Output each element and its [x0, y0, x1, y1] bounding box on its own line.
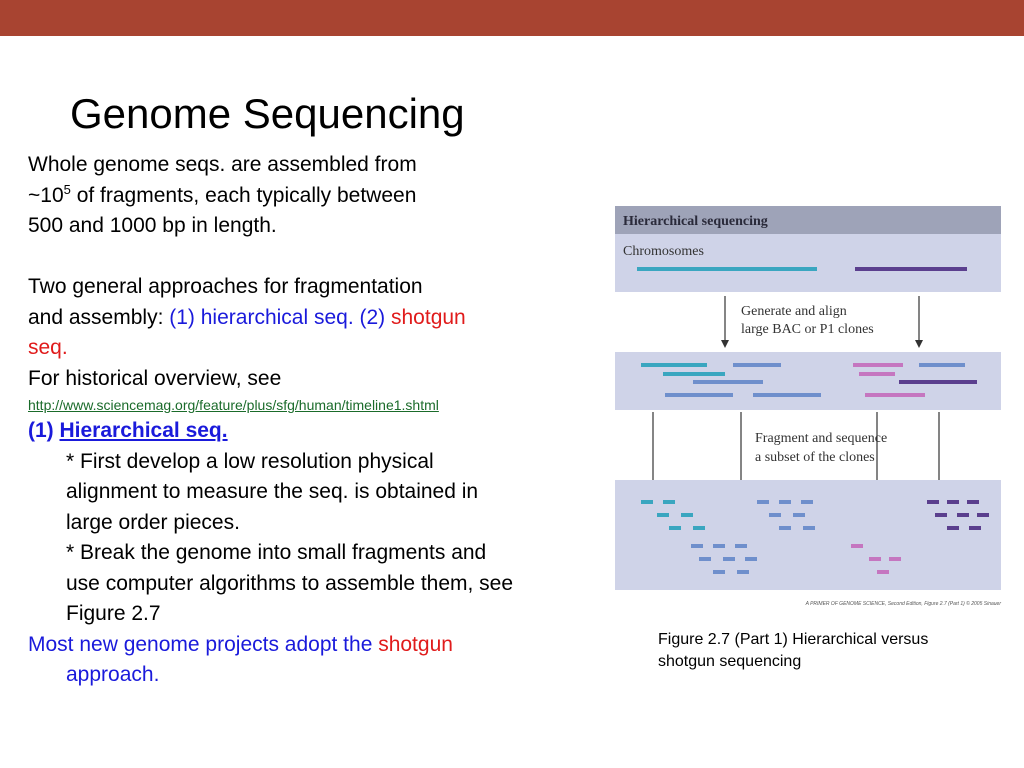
section1-line: alignment to measure the seq. is obtaine… [66, 480, 479, 503]
fragment [691, 544, 703, 548]
figure-credit: A PRIMER OF GENOME SCIENCE, Second Editi… [805, 600, 1002, 607]
fragment [669, 526, 681, 530]
fragment [869, 557, 881, 561]
fragment [779, 526, 791, 530]
closing-line1: Most new genome projects adopt the shotg… [28, 630, 618, 661]
figure-header-band [615, 206, 1001, 234]
para1-line1: Whole genome seqs. are assembled from [28, 153, 417, 176]
para1-line2: ~105 of fragments, each typically betwee… [28, 181, 618, 212]
section1-line: * Break the genome into small fragments … [66, 541, 487, 564]
fragment [713, 570, 725, 574]
chromosomes-label: Chromosomes [623, 244, 704, 259]
closing-red: shotgun [378, 632, 453, 656]
para1-line2-pre: ~10 [28, 183, 64, 207]
para1-line3: 500 and 1000 bp in length. [28, 214, 277, 237]
clone [899, 380, 977, 384]
timeline-link[interactable]: http://www.sciencemag.org/feature/plus/s… [28, 397, 439, 413]
chromosome-1 [637, 267, 817, 271]
clone [665, 393, 733, 397]
fragment [693, 526, 705, 530]
step2-label-line2: a subset of the clones [755, 450, 875, 465]
fragment [889, 557, 901, 561]
fragment [947, 500, 959, 504]
fragment [967, 500, 979, 504]
fragment [877, 570, 889, 574]
step1-label-line1: Generate and align [741, 304, 847, 319]
approaches-blue: (1) hierarchical seq. (2) [169, 305, 391, 329]
fragment [641, 500, 653, 504]
section1-number: (1) [28, 419, 60, 442]
para2-line2: and assembly: (1) hierarchical seq. (2) … [28, 303, 618, 334]
fragment [737, 570, 749, 574]
closing-blue: Most new genome projects adopt the [28, 632, 379, 656]
para1-line2-post: of fragments, each typically between [70, 183, 417, 207]
clone [859, 372, 895, 376]
chromosome-2 [855, 267, 967, 271]
exponent: 5 [63, 181, 71, 197]
bac-clones [641, 363, 977, 397]
hierarchical-sequencing-figure: Hierarchical sequencing Chromosomes Gene… [615, 206, 1002, 607]
fragment [947, 526, 959, 530]
step1-label-line2: large BAC or P1 clones [741, 322, 874, 337]
clone [853, 363, 903, 367]
fragment [663, 500, 675, 504]
fragment [803, 526, 815, 530]
fragment-band [615, 480, 1001, 590]
section1-heading[interactable]: Hierarchical seq. [59, 419, 228, 442]
fragment [769, 513, 781, 517]
fragments [641, 500, 989, 574]
spacer [28, 242, 618, 273]
section1-line: * First develop a low resolution physica… [66, 449, 434, 473]
clone [693, 380, 763, 384]
figure-caption: Figure 2.7 (Part 1) Hierarchical versus … [658, 629, 1003, 673]
para2-line1: Two general approaches for fragmentation [28, 275, 423, 298]
clone [919, 363, 965, 367]
chromosome-band [615, 234, 1001, 292]
fragment [935, 513, 947, 517]
clone [663, 372, 725, 376]
slide-title: Genome Sequencing [70, 90, 465, 137]
fragment [801, 500, 813, 504]
clone [641, 363, 707, 367]
section1-line: use computer algorithms to assemble them… [66, 571, 514, 595]
caption-line1: Figure 2.7 (Part 1) Hierarchical versus [658, 631, 929, 648]
fragment [977, 513, 989, 517]
section1-heading-line: (1) Hierarchical seq. [28, 416, 618, 447]
shotgun-red: shotgun [391, 305, 466, 329]
top-accent-bar [0, 0, 1024, 36]
fragment [699, 557, 711, 561]
fragment [927, 500, 939, 504]
para2-line3: seq. [28, 336, 68, 359]
para2-line2-pre: and assembly: [28, 305, 170, 329]
figure-header-text: Hierarchical sequencing [623, 214, 768, 229]
fragment [735, 544, 747, 548]
slide-body: Whole genome seqs. are assembled from ~1… [28, 150, 618, 691]
fragment [723, 557, 735, 561]
section1-line: Figure 2.7 [66, 602, 161, 625]
fragment [681, 513, 693, 517]
fragment [779, 500, 791, 504]
para2-line4: For historical overview, see [28, 366, 282, 390]
clone [733, 363, 781, 367]
fragment [851, 544, 863, 548]
section1-line: large order pieces. [66, 510, 240, 534]
step2-label-line1: Fragment and sequence [755, 431, 887, 446]
fragment [957, 513, 969, 517]
clone [865, 393, 925, 397]
fragment [969, 526, 981, 530]
fragment [757, 500, 769, 504]
fragment [713, 544, 725, 548]
caption-line2: shotgun sequencing [658, 653, 802, 670]
clone [753, 393, 821, 397]
closing-line2: approach. [66, 663, 160, 686]
fragment [745, 557, 757, 561]
fragment [657, 513, 669, 517]
fragment [793, 513, 805, 517]
